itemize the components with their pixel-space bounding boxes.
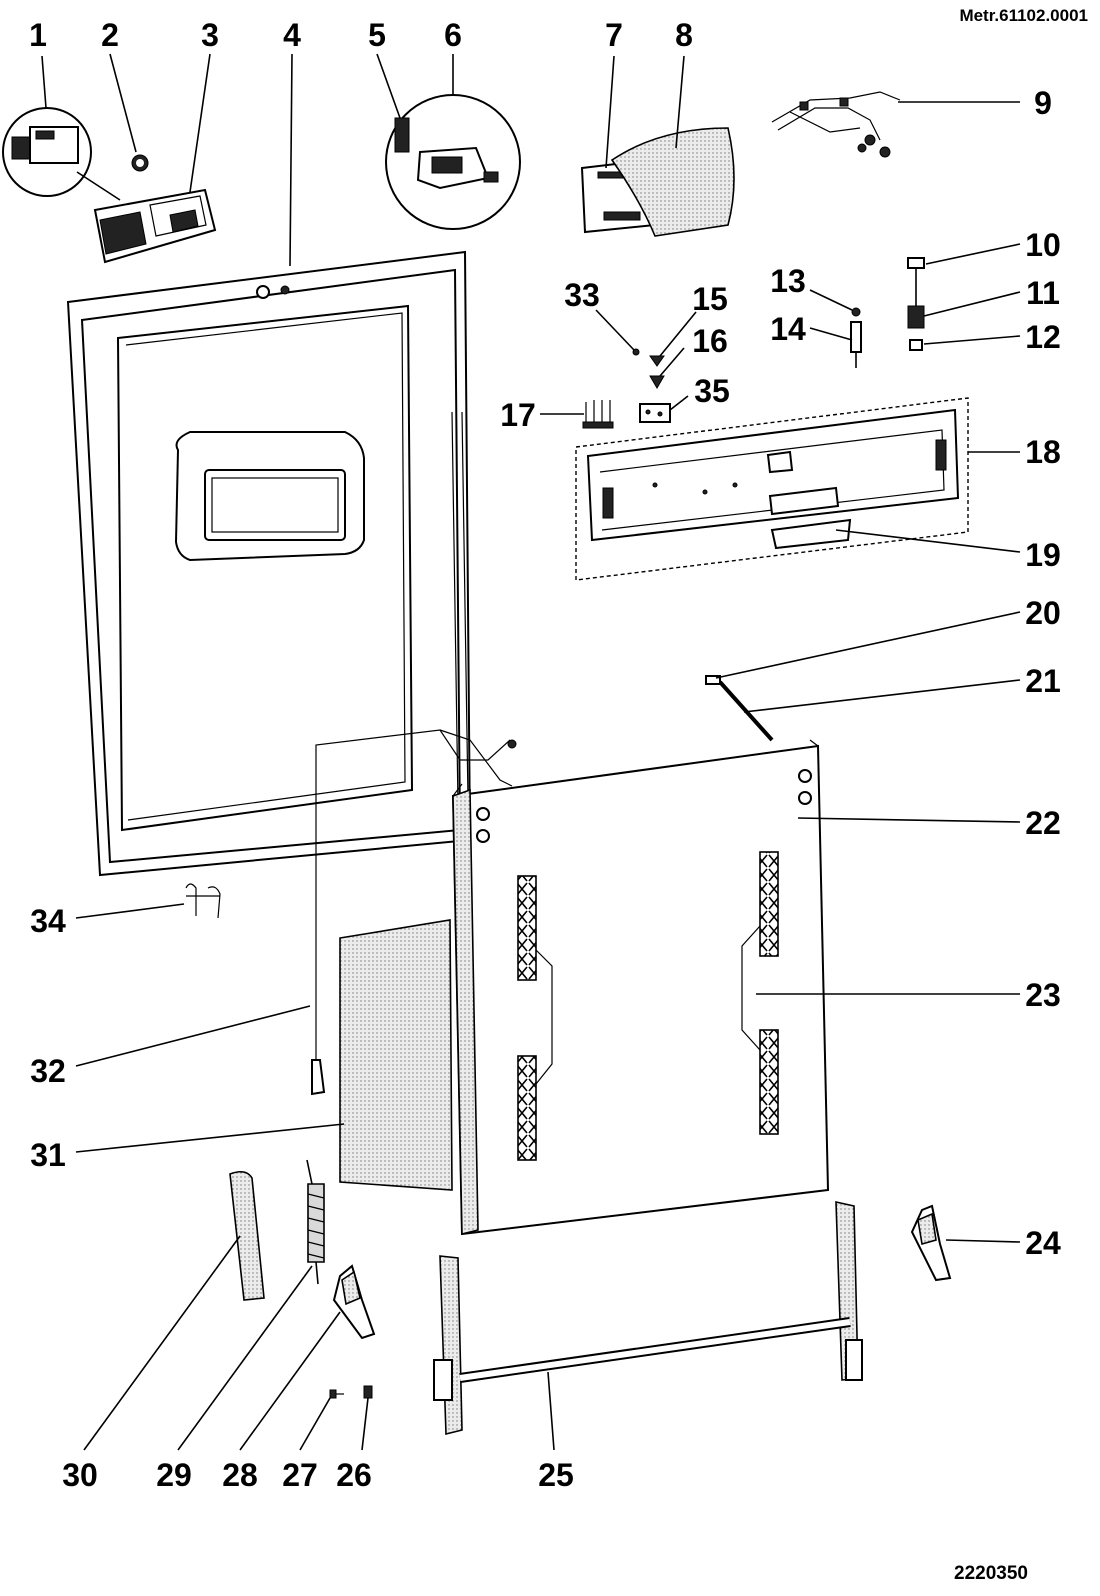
callout-10: 10 [1025,227,1061,263]
callout-5: 5 [368,17,386,53]
part-29-spring [306,1159,325,1285]
callout-8: 8 [675,17,693,53]
callout-11: 11 [1026,275,1060,311]
callout-15: 15 [692,281,728,317]
callout-2: 2 [101,17,119,53]
part-20-21-rod [705,675,774,742]
callout-numbers: 1 2 3 4 5 6 7 8 9 10 11 12 13 14 15 16 1… [29,17,1061,1493]
part-13-14-small-parts [850,307,862,368]
callout-33: 33 [564,277,600,313]
callout-26: 26 [336,1457,372,1493]
part-35-small-board [639,403,671,423]
callout-28: 28 [222,1457,258,1493]
callout-23: 23 [1025,977,1061,1013]
callout-9: 9 [1034,85,1052,121]
callout-17: 17 [500,397,536,433]
part-25-hinge-assembly [433,1200,863,1436]
drawing-number: 2220350 [954,1563,1028,1584]
callout-18: 18 [1025,434,1061,470]
part-6-inset [385,94,521,230]
part-23-panel-brackets [517,851,779,1161]
callout-21: 21 [1025,663,1061,699]
callout-16: 16 [692,323,728,359]
part-30-handle-profile [229,1170,265,1301]
callout-29: 29 [156,1457,192,1493]
callout-22: 22 [1025,805,1061,841]
callout-6: 6 [444,17,462,53]
callout-25: 25 [538,1457,574,1493]
callout-34: 34 [30,903,66,939]
model-code: Metr.61102.0001 [959,6,1088,25]
callout-12: 12 [1025,319,1061,355]
part-24-hinge-bracket [910,1204,952,1282]
callout-7: 7 [605,17,623,53]
part-10-12-knob-assembly [907,257,925,351]
part-34-wire-clip [185,883,221,919]
part-26-27-screws [329,1385,373,1399]
callout-1: 1 [29,17,47,53]
part-31-insulation [339,919,453,1191]
callout-32: 32 [30,1053,66,1089]
callout-35: 35 [694,373,730,409]
part-9-wiring-harness [771,91,901,158]
callout-14: 14 [770,311,806,347]
part-8-board-cover [610,127,735,237]
callout-3: 3 [201,17,219,53]
callout-27: 27 [282,1457,318,1493]
part-4-inner-door [66,250,472,877]
part-28-hinge-lever [332,1264,376,1340]
callout-31: 31 [30,1137,66,1173]
callout-13: 13 [770,263,806,299]
part-17-clips [582,400,614,429]
callout-20: 20 [1025,595,1061,631]
part-19-handle-cover [770,518,852,550]
callout-24: 24 [1025,1225,1061,1261]
part-3-door-lock [93,154,217,264]
callout-19: 19 [1025,537,1061,573]
callout-30: 30 [62,1457,98,1493]
part-32-cable [311,729,517,1096]
part-22-outer-door-panel [451,739,830,1236]
leader-lines [41,53,1021,1451]
part-18-control-panel [575,397,969,581]
callout-4: 4 [283,17,301,53]
part-1-inset [2,107,121,201]
part-15-16-33-fasteners [632,348,665,389]
